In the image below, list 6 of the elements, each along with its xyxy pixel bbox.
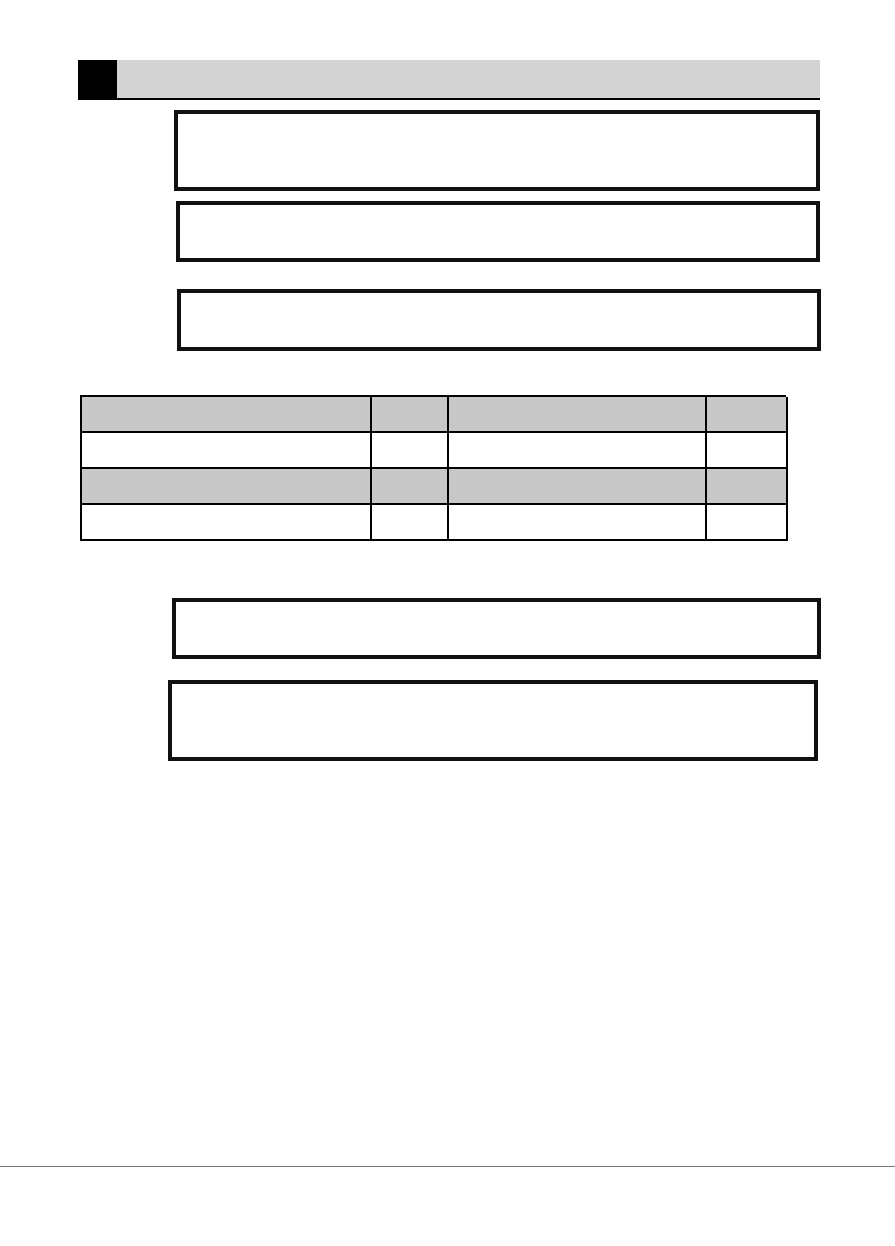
empty-text-box: [168, 680, 818, 761]
section-header-bar: [78, 60, 820, 100]
empty-text-box: [176, 201, 820, 262]
empty-text-box: [177, 289, 821, 351]
empty-text-box: [174, 110, 820, 191]
empty-text-box: [172, 598, 821, 659]
